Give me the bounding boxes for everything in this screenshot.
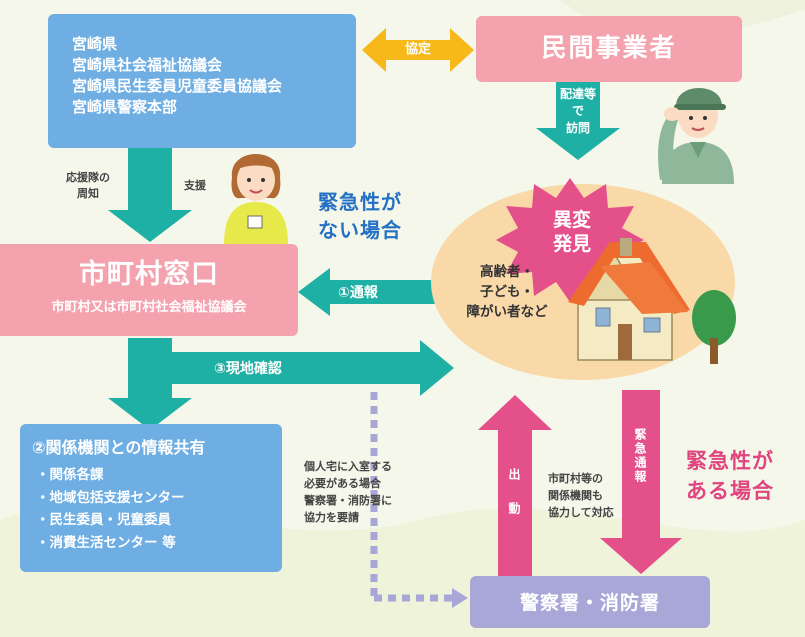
info-sharing-title: ②関係機関との情報共有 xyxy=(32,438,206,457)
not-urgent-line: 緊急性が xyxy=(318,190,402,214)
entry-request-note: 個人宅に入室する 必要がある場合 警察署・消防署に 協力を要請 xyxy=(304,458,392,526)
urgent-line: ある場合 xyxy=(686,479,774,503)
entry-request-line: 必要がある場合 xyxy=(304,477,381,490)
target-line: 子ども・ xyxy=(480,284,534,300)
publicity-label-line: 応援隊の xyxy=(66,171,110,184)
delivery-label-line: 訪問 xyxy=(565,121,590,135)
delivery-label-line: 配達等 xyxy=(559,87,596,101)
not-urgent-line: ない場合 xyxy=(318,218,402,242)
dispatch-up-arrow xyxy=(478,395,552,578)
abnormal-line: 発見 xyxy=(552,233,591,255)
target-line: 高齢者・ xyxy=(480,264,534,280)
house-icon xyxy=(568,238,690,361)
list-item: 関係各課 xyxy=(36,464,185,487)
publicity-label: 応援隊の 周知 xyxy=(56,170,120,202)
house-scene xyxy=(431,178,736,380)
onsite-check-arrow xyxy=(108,338,454,430)
cooperate-line: 市町村等の xyxy=(548,472,603,485)
private-business-box: 民間事業者 xyxy=(476,16,742,82)
abnormal-line: 異変 xyxy=(552,209,591,231)
agreement-label: 協定 xyxy=(404,42,431,57)
police-fire-title: 警察署・消防署 xyxy=(519,592,660,614)
entry-request-line: 個人宅に入室する xyxy=(304,460,392,473)
request-dotted-arrow xyxy=(370,392,468,608)
prefecture-line: 宮崎県社会福祉協議会 xyxy=(72,56,223,74)
urgent-label: 緊急性が ある場合 xyxy=(686,446,774,506)
abnormal-found-label: 異変 発見 xyxy=(546,208,598,256)
dispatch-label: 出動 xyxy=(507,468,521,536)
municipal-office-box: 市町村窓口 市町村又は市町村社会福祉協議会 xyxy=(0,244,298,336)
support-down-arrow xyxy=(108,148,192,242)
support-label: 支援 xyxy=(184,179,206,192)
delivery-down-arrow xyxy=(536,82,620,160)
urgent-line: 緊急性が xyxy=(686,449,774,473)
cooperate-line: 協力して対応 xyxy=(548,506,614,519)
report-left-arrow xyxy=(298,268,435,316)
publicity-label-line: 周知 xyxy=(77,187,99,200)
tree-icon xyxy=(692,290,736,346)
delivery-label-line: で xyxy=(571,104,584,118)
agreement-arrow xyxy=(362,28,474,72)
entry-request-line: 協力を要請 xyxy=(304,511,359,524)
municipal-office-title: 市町村窓口 xyxy=(79,259,219,290)
report-label: ①通報 xyxy=(338,285,378,301)
police-fire-box: 警察署・消防署 xyxy=(470,576,710,628)
delivery-label: 配達等 で 訪問 xyxy=(556,86,600,137)
not-urgent-label: 緊急性が ない場合 xyxy=(318,188,402,244)
onsite-check-label: ③現地確認 xyxy=(214,361,282,377)
emergency-down-arrow xyxy=(600,390,682,574)
target-people-label: 高齢者・ 子ども・ 障がい者など xyxy=(452,262,562,322)
entry-request-line: 警察署・消防署に xyxy=(304,494,392,507)
emergency-call-label: 緊急通報 xyxy=(633,428,647,484)
prefecture-line: 宮崎県 xyxy=(72,35,118,53)
list-item: 地域包括支援センター xyxy=(36,487,185,510)
delivery-worker-illustration xyxy=(658,88,734,184)
cooperate-note: 市町村等の 関係機関も 協力して対応 xyxy=(548,470,614,521)
info-sharing-box: ②関係機関との情報共有 関係各課 地域包括支援センター 民生委員・児童委員 消費… xyxy=(20,424,282,572)
private-business-title: 民間事業者 xyxy=(541,33,677,62)
list-item: 民生委員・児童委員 xyxy=(36,509,185,532)
staff-woman-illustration xyxy=(224,154,288,244)
prefecture-line: 宮崎県民生委員児童委員協議会 xyxy=(72,77,283,95)
municipal-office-subtitle: 市町村又は市町村社会福祉協議会 xyxy=(51,300,247,315)
list-item: 消費生活センター 等 xyxy=(36,532,185,555)
cooperate-line: 関係機関も xyxy=(548,489,603,502)
info-sharing-list: 関係各課 地域包括支援センター 民生委員・児童委員 消費生活センター 等 xyxy=(36,464,185,554)
target-line: 障がい者など xyxy=(466,304,548,320)
prefecture-box: 宮崎県 宮崎県社会福祉協議会 宮崎県民生委員児童委員協議会 宮崎県警察本部 xyxy=(48,14,356,148)
prefecture-line: 宮崎県警察本部 xyxy=(72,98,178,116)
